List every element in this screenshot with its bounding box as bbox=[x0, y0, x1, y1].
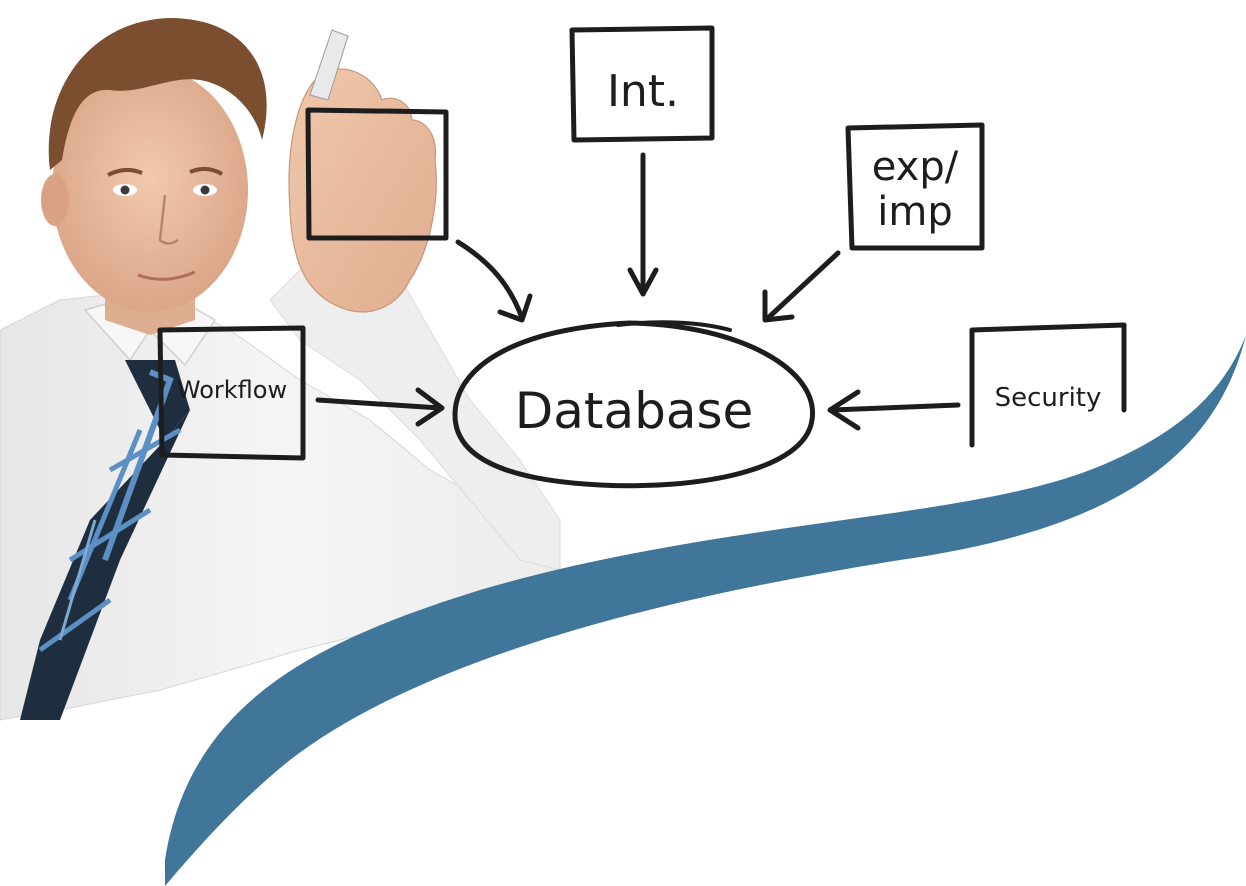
ear bbox=[41, 174, 69, 226]
workflow-label: Workflow bbox=[177, 376, 287, 404]
mouth bbox=[137, 270, 196, 281]
workflow-box bbox=[157, 325, 306, 461]
arrow-workflow-to-db bbox=[315, 397, 443, 411]
imp-label-text: imp bbox=[877, 189, 952, 235]
empty-square bbox=[305, 107, 449, 241]
marker bbox=[309, 29, 349, 101]
plaid-tie bbox=[20, 360, 190, 720]
face bbox=[52, 68, 248, 312]
security-label: Security bbox=[995, 383, 1102, 413]
arrow-square-to-db bbox=[455, 239, 525, 321]
int-box bbox=[569, 25, 715, 143]
database-diagram bbox=[157, 25, 1127, 489]
arrow-exp-to-db bbox=[765, 250, 841, 321]
int-label: Int. bbox=[607, 66, 679, 117]
exp-imp-box bbox=[845, 122, 985, 251]
arrow-security-to-db bbox=[829, 402, 961, 413]
database-label: Database bbox=[515, 382, 754, 440]
hair bbox=[48, 18, 267, 170]
raised-hand bbox=[288, 68, 437, 313]
database-ellipse bbox=[452, 320, 815, 489]
security-box bbox=[969, 322, 1127, 448]
exp-label: exp/ bbox=[872, 144, 959, 190]
